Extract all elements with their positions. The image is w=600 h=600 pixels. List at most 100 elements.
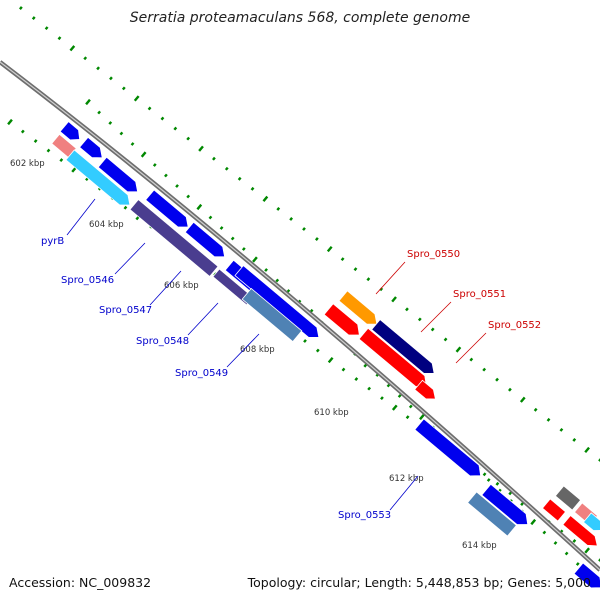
track-dot [486, 478, 491, 482]
track-dot [391, 296, 397, 303]
track-dot [314, 237, 319, 241]
track-dot [302, 227, 306, 231]
gene-arrow [414, 418, 482, 477]
track-dot [69, 45, 76, 52]
gene-label[interactable]: Spro_0551 [453, 289, 506, 300]
track-dot [18, 6, 23, 10]
track-dot [250, 186, 255, 191]
track-dot [7, 118, 13, 126]
gene-arrow [97, 156, 139, 193]
track-dot [397, 394, 402, 398]
leader-line [375, 261, 406, 295]
track-dot [417, 317, 422, 322]
track-dot [140, 151, 147, 158]
leader-line [149, 270, 182, 306]
gene-arrow [323, 303, 360, 336]
track-dot [264, 268, 268, 272]
track-dot [553, 541, 558, 545]
track-dot [173, 126, 178, 131]
gene-arrow [582, 512, 600, 531]
gene-arrow [562, 514, 598, 547]
track-dot [219, 226, 224, 230]
track-dot [252, 256, 258, 263]
gene-arrow [145, 189, 189, 228]
track-dot [340, 257, 345, 262]
track-dot [519, 396, 526, 403]
track-dot [419, 413, 425, 421]
leader-line [420, 301, 452, 333]
track-dot [289, 217, 294, 221]
track-dot [108, 121, 113, 125]
track-dot [109, 76, 113, 81]
gene-label[interactable]: pyrB [41, 236, 64, 247]
track-dot [584, 547, 591, 554]
track-dot [327, 356, 334, 364]
track-dot [57, 36, 62, 41]
gene-label[interactable]: Spro_0552 [488, 320, 541, 331]
track-dot [33, 139, 38, 143]
track-dot [186, 194, 191, 199]
track-dot [408, 404, 413, 409]
gene-arrow [234, 265, 320, 338]
gene-arrow [65, 149, 131, 206]
track-dot [303, 339, 307, 343]
gene-arrow [59, 121, 81, 141]
track-dot [20, 129, 25, 134]
track-dot [482, 472, 487, 477]
track-dot [186, 136, 191, 141]
track-dot [367, 386, 372, 391]
track-dot [495, 377, 499, 382]
gene-arrow [338, 290, 378, 325]
track-dot [572, 437, 577, 442]
track-dot [564, 551, 569, 556]
track-dot [482, 367, 487, 372]
track-dot [430, 327, 435, 332]
track-dot [31, 16, 36, 21]
track-dot [546, 417, 551, 422]
track-dot [230, 236, 235, 241]
track-dot [121, 86, 126, 91]
track-dot [443, 337, 448, 342]
track-dot [379, 287, 384, 292]
gene-arrow [129, 199, 219, 277]
gene-label[interactable]: Spro_0549 [175, 368, 228, 379]
track-dot [542, 530, 547, 535]
track-dot [208, 215, 213, 220]
gene-label[interactable]: Spro_0553 [338, 510, 391, 521]
track-dot [391, 404, 398, 411]
gene-labels: pyrB Spro_0546Spro_0547Spro_0548Spro_0549… [41, 198, 541, 521]
map-title: Serratia proteamaculans 568, complete ge… [129, 10, 471, 26]
track-dot [354, 377, 359, 382]
gene-label[interactable]: Spro_0548 [136, 336, 189, 347]
track-dot [147, 106, 152, 111]
gene-label[interactable]: Spro_0550 [407, 249, 460, 260]
track-dot [164, 173, 168, 178]
track-dot [584, 446, 590, 454]
genome-summary-text: Topology: circular; Length: 5,448,853 bp… [247, 575, 591, 590]
gene-arrow [414, 379, 436, 400]
track-dot [262, 195, 269, 202]
track-dot [175, 184, 179, 188]
gene-label[interactable]: Spro_0547 [99, 305, 152, 316]
gene-arrow [554, 485, 582, 511]
leader-line [226, 333, 260, 368]
gene-label[interactable]: Spro_0546 [61, 275, 114, 286]
track-dot [119, 131, 124, 136]
track-dot [224, 166, 229, 171]
tick-label: 602 kbp [10, 159, 45, 169]
gene-arrow [481, 483, 529, 525]
track-dot [469, 357, 474, 362]
track-dot [160, 116, 165, 121]
track-dot [83, 56, 88, 61]
gene-arrow [467, 491, 517, 537]
track-dot [455, 346, 462, 353]
track-dot [44, 26, 49, 31]
track-dot [85, 98, 91, 106]
track-dot [495, 481, 500, 486]
tick-label: 606 kbp [164, 281, 199, 291]
dotted-tracks [7, 6, 600, 587]
track-dot [366, 277, 371, 282]
leader-line [66, 198, 96, 236]
track-dot [572, 539, 577, 543]
